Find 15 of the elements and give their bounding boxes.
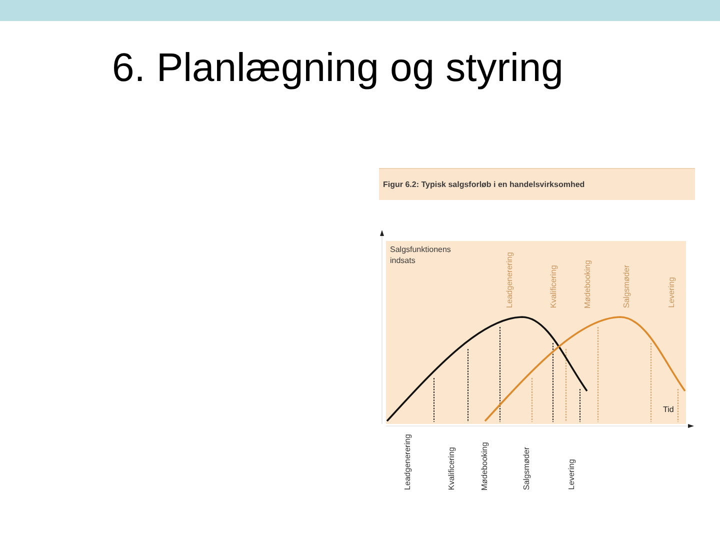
axis-title: Salgsfunktionens indsats — [390, 244, 452, 266]
phase-label: Salgsmøder — [622, 264, 632, 308]
slide-title: 6. Planlægning og styring — [112, 45, 564, 92]
phase-label: Mødebooking — [480, 442, 490, 490]
phase-label: Kvalificering — [549, 264, 559, 308]
phase-label: Kvalificering — [447, 446, 457, 490]
phase-label: Leadgenerering — [403, 434, 413, 490]
phase-label: Salgsmøder — [522, 446, 532, 490]
phase-label: Levering — [567, 459, 577, 490]
phase-label: Leadgenerering — [505, 252, 515, 308]
figure-header-band — [379, 168, 695, 200]
axis-title: Tid — [663, 405, 674, 415]
figure-title: Figur 6.2: Typisk salgsforløb i en handelsvirksomhed — [383, 180, 586, 190]
phase-label: Mødebooking — [583, 260, 593, 308]
phase-label: Levering — [667, 277, 677, 308]
